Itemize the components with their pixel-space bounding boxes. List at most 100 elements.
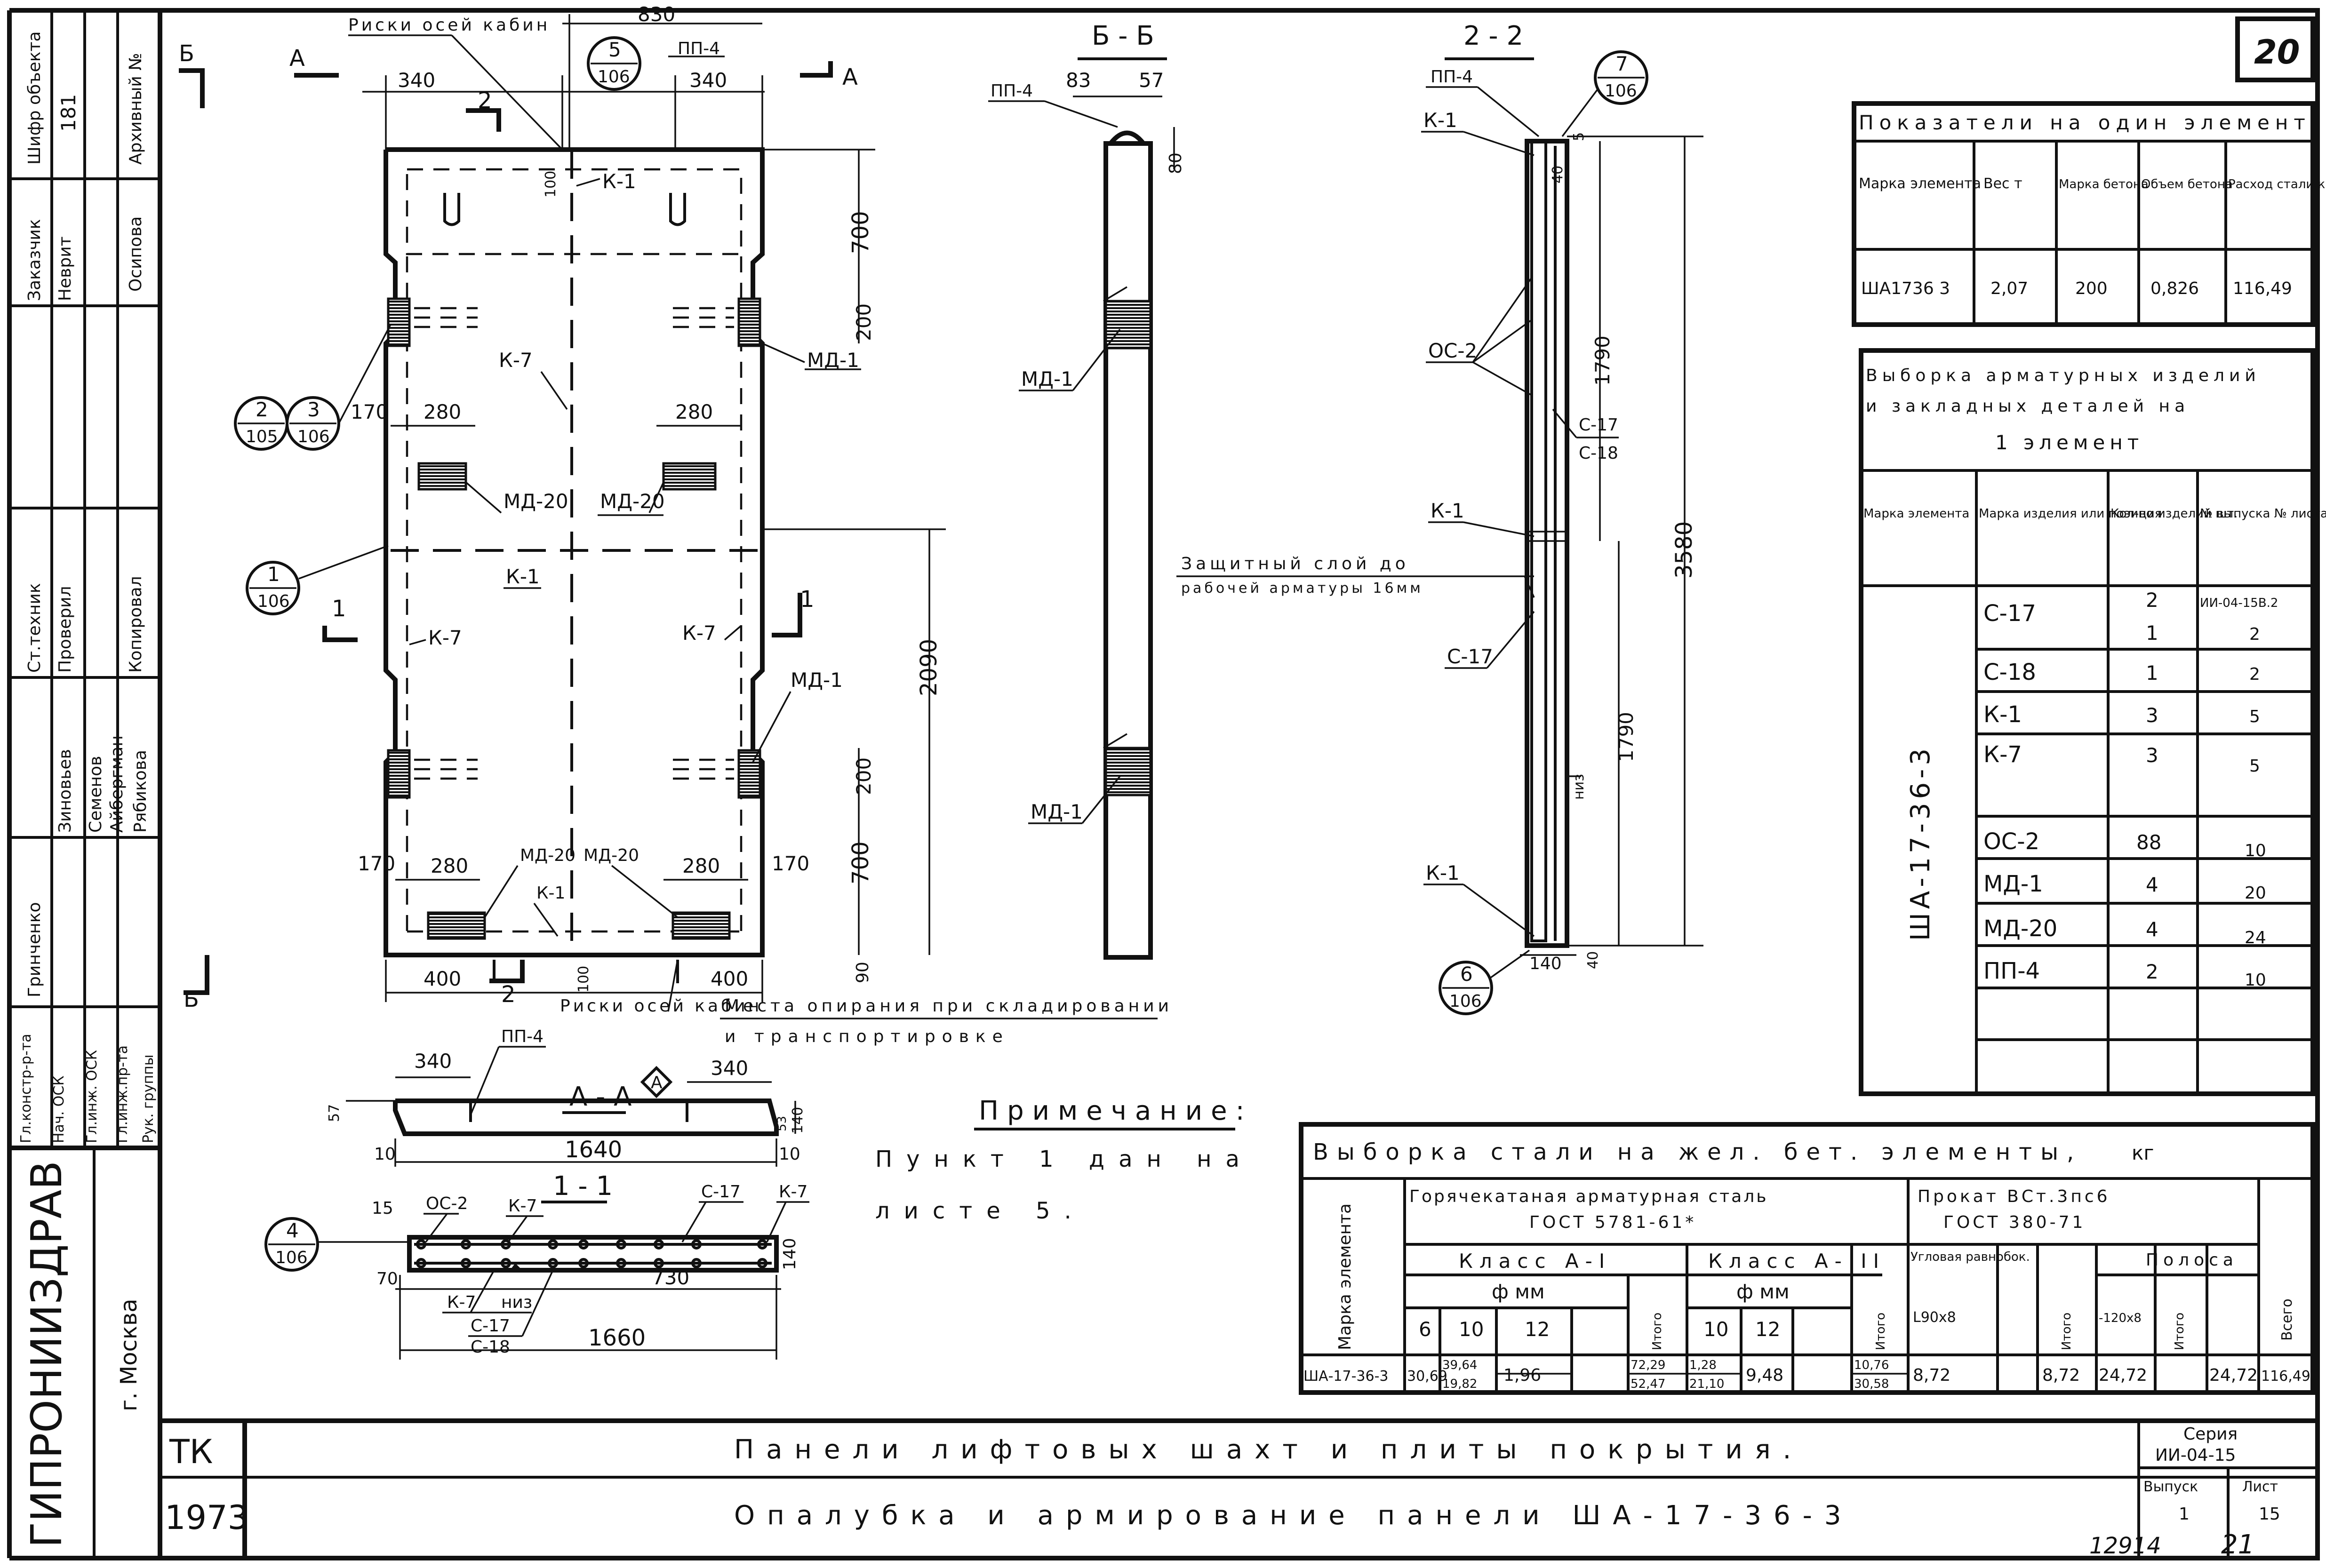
dim-400-right: 400: [711, 967, 748, 990]
section-22: 2 - 2 ПП-4 К-1 7 106 5 40 ОС-2 С-17 С-18: [1176, 21, 1703, 1015]
steel-total: Всего: [2279, 1298, 2295, 1341]
sel-h-sheet: № выпуска № листа: [2200, 507, 2326, 521]
archive-number-2: 21: [2221, 1529, 2254, 1560]
s22-k1-c: К-1: [1426, 861, 1460, 884]
sel-row7-sheet: 24: [2245, 928, 2266, 947]
stamp-extra-1: Ст.техник: [25, 583, 44, 673]
steel-row-v6: 30,69: [1407, 1368, 1447, 1385]
mark-k7-a: К-7: [499, 349, 533, 372]
mark-md1-b: МД-1: [791, 669, 843, 692]
support-note-2: и транспортировке: [725, 1027, 1009, 1046]
sel-row7-mark: МД-20: [1983, 915, 2057, 942]
mark-k7-c: К-7: [682, 621, 716, 645]
bb-dim-83: 83: [1066, 69, 1091, 92]
s22-dim-40: 40: [1550, 166, 1566, 183]
archive-number: 12914: [2089, 1533, 2161, 1559]
stamp-person-5: Рябикова: [131, 750, 150, 833]
section-11: 1 - 1 ОС-2 К-7 С-17 К-7 15: [264, 1171, 809, 1360]
ind-title: Показатели на один элемент: [1859, 111, 2311, 134]
dim-280-2: 280: [675, 400, 713, 423]
section-mark-2-bot: 2: [501, 981, 516, 1008]
sel-row5-sheet: 10: [2245, 841, 2266, 860]
s11-dim-15: 15: [372, 1199, 393, 1218]
s11-niz: низ: [501, 1293, 532, 1312]
steel-dia-2: ф мм: [1736, 1280, 1790, 1303]
dim-90: 90: [853, 962, 872, 983]
steel-row-total: 116,49: [2261, 1368, 2310, 1385]
mark-k1-b: К-1: [506, 565, 540, 588]
steel-row-it2b: 30,58: [1854, 1377, 1889, 1391]
steel-strip: Полоса: [2146, 1250, 2238, 1270]
steel-table: Выборка стали на жел. бет. элементы, кг …: [1299, 1122, 2315, 1395]
mark-k1-a: К-1: [602, 170, 636, 193]
ind-h-concrete: Марка бетона: [2059, 177, 2149, 191]
dim-700-top: 700: [847, 211, 874, 254]
stamp-customer-label: Заказчик: [25, 219, 44, 302]
stamp-extra-3: Копировал: [126, 576, 145, 673]
left-stamp: Шифр объекта 181 Архивный № Заказчик Нев…: [9, 10, 160, 1558]
steel-itogo-3: Итого: [2060, 1313, 2074, 1350]
svg-text:106: 106: [1605, 81, 1637, 101]
svg-text:2: 2: [256, 398, 268, 421]
ind-v-weight: 2,07: [1990, 279, 2028, 298]
aa-pp4: ПП-4: [501, 1027, 544, 1046]
sel-row8-mark: ПП-4: [1983, 958, 2040, 984]
bb-md1-a: МД-1: [1021, 367, 1073, 390]
steel-row-it1: 72,29: [1631, 1358, 1665, 1372]
bb-md1-b: МД-1: [1031, 800, 1083, 823]
steel-strip-size: -120х8: [2099, 1311, 2142, 1325]
svg-text:3: 3: [307, 398, 320, 421]
section-bb: Б - Б ПП-4 83 57 80 МД-1 МД-1: [988, 21, 1185, 960]
sheet-number: 20: [2254, 33, 2300, 72]
sel-row3-qty: 3: [2146, 704, 2158, 727]
svg-text:105: 105: [246, 427, 278, 446]
s11-oc2: ОС-2: [426, 1194, 468, 1213]
s11-dim-140: 140: [780, 1238, 799, 1270]
note-line-1: Пункт 1 дан на: [875, 1146, 1254, 1172]
sel-element: ША-17-36-3: [1905, 745, 1936, 941]
sel-row1-mark: С-17: [1983, 600, 2036, 627]
steel-row-ang: 8,72: [1913, 1366, 1950, 1385]
risk-axis-label-top: Риски осей кабин: [348, 16, 550, 35]
series-value: ИИ-04-15: [2155, 1446, 2236, 1465]
sheet-frame: [7, 8, 2320, 1560]
s11-k7-b: К-7: [779, 1182, 807, 1202]
dim-100-bottom: 100: [576, 966, 592, 993]
stamp-customer-value: Неврит: [56, 236, 75, 301]
aa-marker: А: [651, 1073, 663, 1092]
stamp-code-value: 181: [57, 94, 80, 132]
sel-row1-sheet2: 2: [2249, 625, 2260, 644]
steel-class-2: Класс А-III: [1708, 1250, 1886, 1273]
steel-row-a12: 9,48: [1746, 1366, 1783, 1385]
support-note-1: Места опирания при складировании: [725, 996, 1173, 1016]
aa-title: А - А: [569, 1082, 631, 1112]
dim-200-bot: 200: [852, 757, 875, 795]
stamp-archive-label: Архивный №: [126, 53, 145, 165]
steel-group-2: Прокат ВСт.3пс6: [1918, 1187, 2110, 1206]
s11-c17: С-17: [701, 1182, 741, 1202]
cut-label-A-right: А: [842, 64, 858, 90]
sel-row3-sheet: 5: [2249, 707, 2260, 726]
s22-niz: низ: [1571, 774, 1587, 800]
steel-c12: 12: [1525, 1318, 1550, 1341]
risk-axis-label-bottom: Риски осей кабин: [560, 996, 762, 1016]
dim-100: 100: [543, 171, 559, 198]
steel-row-it3: 8,72: [2042, 1366, 2080, 1385]
sel-row3-mark: К-1: [1983, 701, 2022, 728]
sel-row1-qty2: 1: [2146, 621, 2158, 645]
steel-itogo-4: Итого: [2173, 1313, 2187, 1350]
title-year-code: ТК: [169, 1433, 213, 1471]
steel-row-a10: 1,28: [1689, 1358, 1717, 1372]
svg-text:106: 106: [1449, 992, 1482, 1011]
s22-callout-7-106: 7 106: [1561, 50, 1648, 137]
bb-dim-57: 57: [1139, 69, 1164, 92]
steel-itogo-1: Итого: [1650, 1313, 1664, 1350]
dim-170-left: 170: [351, 400, 388, 423]
sel-row4-qty: 3: [2146, 744, 2158, 767]
s22-c17: С-17: [1579, 415, 1618, 435]
s22-cover-2: рабочей арматуры 16мм: [1181, 580, 1423, 597]
steel-row-v10b: 19,82: [1442, 1377, 1477, 1391]
sel-h-element: Марка элемента: [1863, 507, 1969, 521]
s11-dim-730: 730: [652, 1266, 689, 1289]
mark-k7-b: К-7: [428, 626, 462, 649]
